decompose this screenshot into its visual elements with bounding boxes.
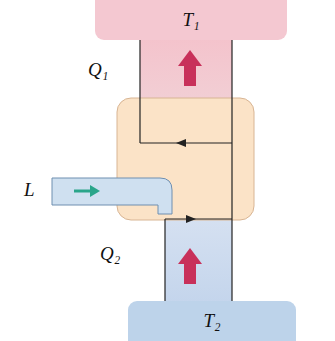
heat-arrow: [184, 262, 196, 284]
work-arrow: [90, 185, 100, 197]
cycle-line: [139, 38, 140, 143]
reservoir-label: T₂: [203, 311, 220, 332]
cycle-arrowhead: [186, 215, 196, 223]
cycle-line: [165, 218, 232, 219]
reservoir-label: T₁: [182, 10, 199, 31]
work-pipe: [52, 178, 172, 214]
heat-arrow: [184, 64, 196, 86]
heat-label: Q₂: [100, 244, 120, 265]
cold-reservoir: T₂: [128, 301, 296, 341]
heat-arrow: [178, 248, 202, 264]
heat-arrow: [178, 50, 202, 66]
cycle-line: [231, 38, 232, 302]
hot-reservoir: T₁: [95, 0, 287, 40]
cycle-arrowhead: [176, 139, 186, 147]
heat-label: Q₁: [88, 60, 108, 81]
cycle-line: [164, 219, 165, 302]
work-label: L: [24, 180, 35, 201]
